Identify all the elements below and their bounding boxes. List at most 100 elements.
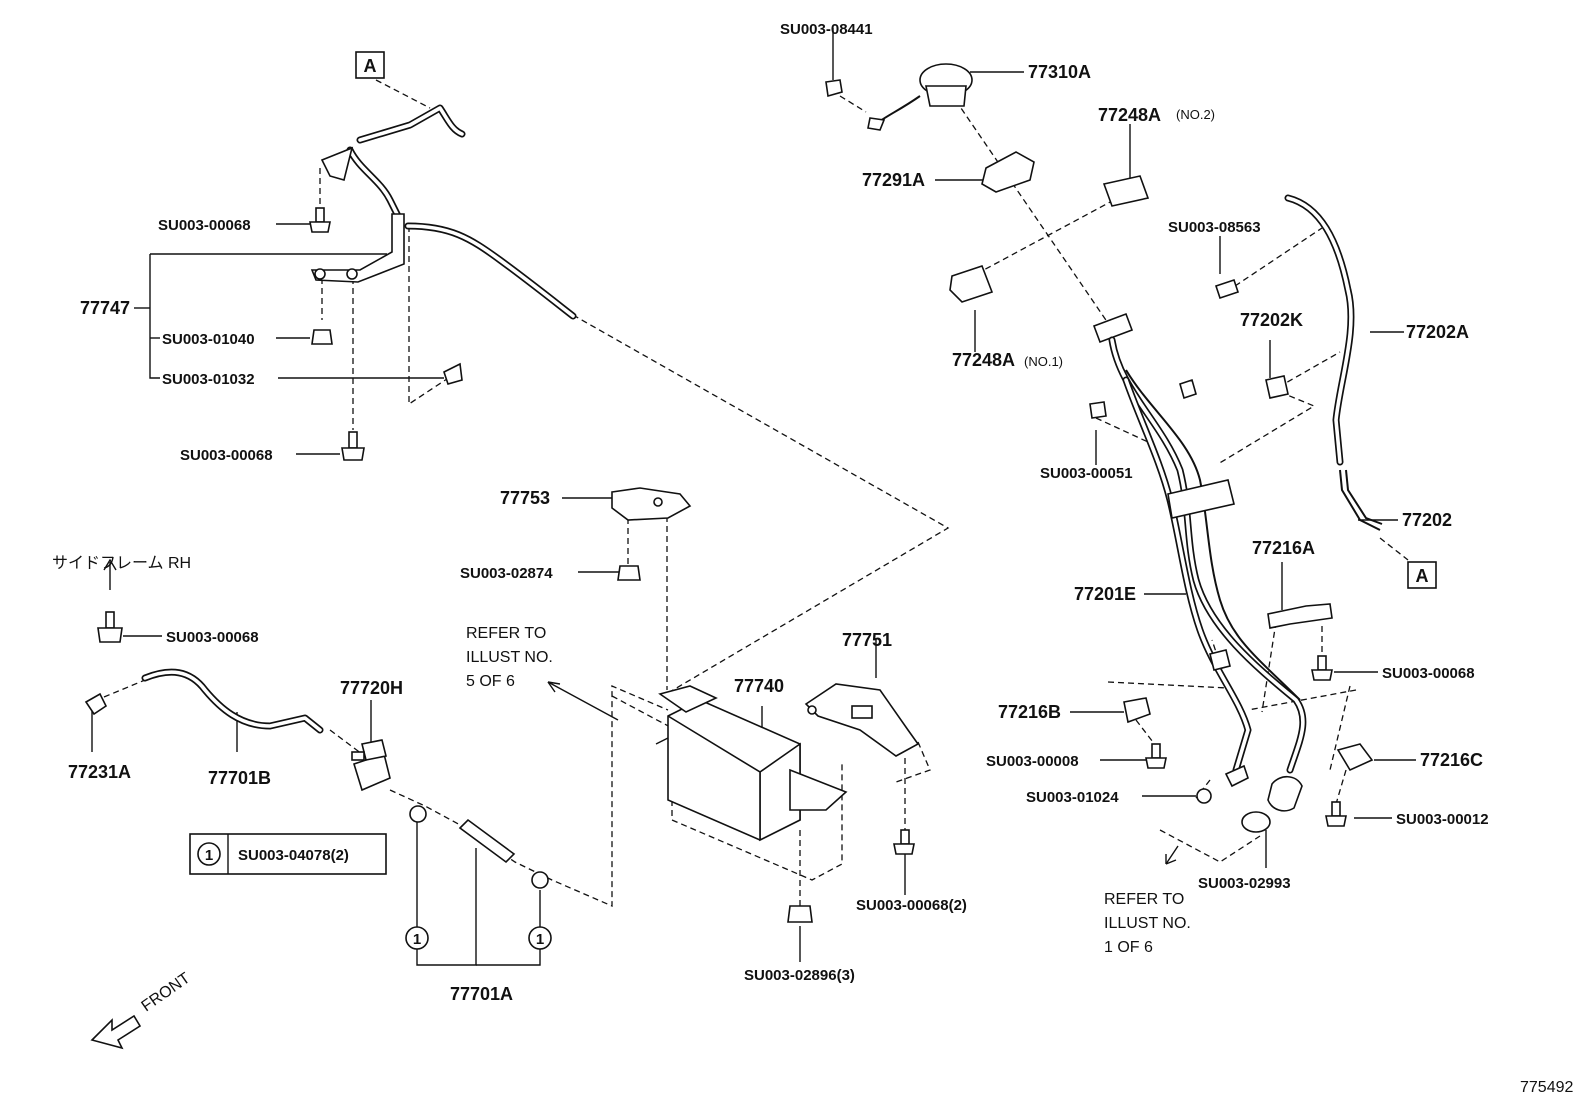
front-arrow: FRONT [90,970,194,1050]
marker-a-top: A [355,51,385,79]
clip-08563 [1214,278,1240,300]
nut-00051 [1089,401,1107,419]
bracket-77216a [1267,603,1333,629]
label-77740: 77740 [734,676,784,696]
bolt-mid [341,431,365,461]
label-77202: 77202 [1402,510,1452,530]
clamp-01024 [1196,788,1212,804]
bracket-77751 [804,683,920,757]
note-refer5-line1: REFER TO [466,625,546,642]
filler-pipe-77201e [1092,312,1307,812]
pipe-77202 [1339,469,1383,531]
bracket-77216b [1123,649,1231,724]
label-77310a: 77310A [1028,62,1091,82]
front-label: FRONT [139,970,194,1016]
note-refer5-line2: ILLUST NO. [466,649,553,666]
label-77201e: 77201E [1074,584,1136,604]
bracket-77216c [1336,743,1374,772]
label-77248a-no1: 77248A [952,350,1015,370]
label-00012: SU003-00012 [1396,811,1489,828]
valve-77720h [351,739,391,792]
bracket-77753 [611,487,692,521]
label-77720h: 77720H [340,678,403,698]
clip-77202k [1265,375,1289,399]
bolt-00008 [1145,743,1167,769]
label-00068-mid: SU003-00068 [180,447,273,464]
nut-02896 [787,905,813,923]
legend-symbol: 1 [205,847,213,864]
ring-77291a [981,151,1035,193]
cap-77310a [867,63,973,131]
label-02896-3: SU003-02896(3) [744,967,855,984]
canister-77740 [655,685,848,842]
hose-77701b [141,668,324,734]
legend-box: 1 SU003-04078(2) [189,833,387,875]
label-77202a: 77202A [1406,322,1469,342]
label-77248a-no1-suffix: (NO.1) [1024,354,1063,369]
label-77248a-no2-suffix: (NO.2) [1176,107,1215,122]
label-77216a: 77216A [1252,538,1315,558]
note-side-frame: サイドフレーム RH [52,555,191,572]
label-77701b: 77701B [208,768,271,788]
circle-marker-right: 1 [528,926,552,950]
label-77701a: 77701A [450,984,513,1004]
nut-02874 [617,565,641,581]
clip-01032 [443,362,463,385]
bolt-00012 [1325,801,1347,827]
note-refer1-line3: 1 OF 6 [1104,939,1153,956]
label-77216b: 77216B [998,702,1061,722]
legend-part: SU003-04078(2) [238,847,349,864]
bolt-00068-right [1311,655,1333,681]
bolt-side-frame [97,611,123,643]
label-00068-side: SU003-00068 [166,629,259,646]
bracket-77747 [310,146,405,283]
marker-a-right-label: A [1416,566,1429,586]
label-77751: 77751 [842,630,892,650]
fastener-labels: SU003-08441 SU003-08563 SU003-00051 SU00… [158,21,1489,984]
hose-77202a [1284,194,1355,466]
label-77248a-no2: 77248A [1098,105,1161,125]
label-01040: SU003-01040 [162,331,255,348]
circle-marker-right-label: 1 [536,931,544,948]
label-77216c: 77216C [1420,750,1483,770]
figure-number: 775492 [1520,1079,1573,1096]
label-77202k: 77202K [1240,310,1303,330]
label-77231a: 77231A [68,762,131,782]
bolt-top [309,207,331,233]
grommet-01040 [311,329,333,345]
label-77291a: 77291A [862,170,925,190]
evap-pipe-upper [346,104,577,320]
circle-marker-left-label: 1 [413,931,421,948]
label-08563: SU003-08563 [1168,219,1261,236]
part-labels: 77310A 77248A (NO.2) 77291A 77248A (NO.1… [68,62,1483,1004]
label-01032: SU003-01032 [162,371,255,388]
hose-77701a [458,818,516,864]
note-refer1-line2: ILLUST NO. [1104,915,1191,932]
clamp-02993 [1241,811,1271,833]
label-00008: SU003-00008 [986,753,1079,770]
label-00068-right: SU003-00068 [1382,665,1475,682]
bolt-00068-2 [893,829,915,855]
label-00051: SU003-00051 [1040,465,1133,482]
label-77248a-no2 [1102,175,1150,207]
label-02874: SU003-02874 [460,565,553,582]
label-77248a-no1 [949,264,994,303]
clamp-left [409,805,427,823]
circle-marker-left: 1 [405,926,429,950]
marker-a-right: A [1407,561,1437,589]
clamp-right [531,871,549,889]
clip-08441 [825,79,843,98]
marker-a-top-label: A [364,56,377,76]
label-01024: SU003-01024 [1026,789,1119,806]
note-refer1-line1: REFER TO [1104,891,1184,908]
connector-77231a [84,692,108,716]
parts [84,63,1383,923]
label-77753: 77753 [500,488,550,508]
label-00068-top: SU003-00068 [158,217,251,234]
label-02993: SU003-02993 [1198,875,1291,892]
note-refer5-line3: 5 OF 6 [466,673,515,690]
label-77747: 77747 [80,298,130,318]
label-08441: SU003-08441 [780,21,873,38]
label-00068-2: SU003-00068(2) [856,897,967,914]
